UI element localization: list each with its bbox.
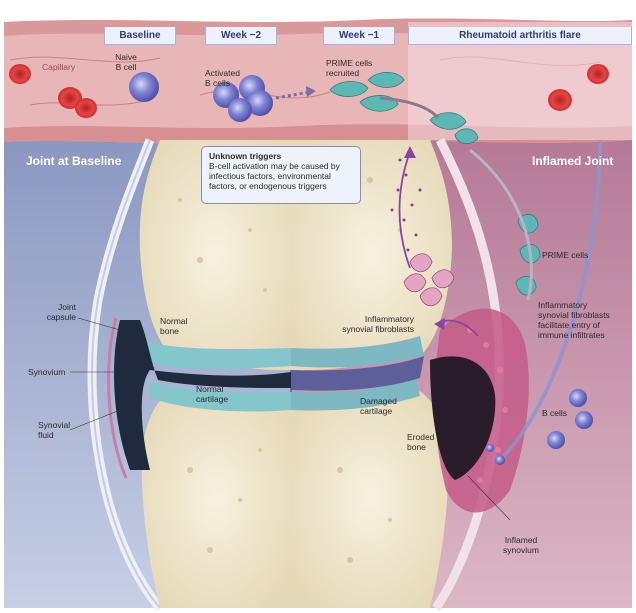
damaged-cartilage-label: Damaged cartilage [360,396,397,416]
right-panel-title: Inflamed Joint [532,154,614,168]
right-lower-cartilage [291,378,420,411]
callout-body: B-cell activation may be caused by infec… [209,161,340,191]
right-lower-bone [291,390,449,608]
left-lower-bone [141,390,291,608]
prime-recruited-label: PRIME cells recruited [326,58,373,78]
normal-bone-label: Normal bone [160,316,188,336]
right-joint-space [291,356,424,391]
right-upper-cartilage [291,336,424,368]
eroded-bone-label: Eroded bone [407,432,435,452]
synovium-label: Synovium [28,367,66,377]
tab-baseline: Baseline [104,27,176,45]
prime-migration-path [469,148,533,301]
joint-capsule-label: Joint capsule [46,302,76,322]
b-cell-trail [498,139,602,462]
normal-cartilage-label: Normal cartilage [196,384,229,404]
unknown-triggers-callout: Unknown triggers B-cell activation may b… [201,146,361,204]
inflammatory-fibroblasts [403,253,455,307]
left-panel-title: Joint at Baseline [26,154,122,168]
left-synovium-line [107,317,128,479]
trigger-dots [390,158,422,252]
pannus-texture [467,327,508,483]
tab-week-minus-2: Week −2 [205,27,277,45]
callout-title: Unknown triggers [209,151,282,161]
activated-b-cells-label: Activated B cells [205,68,240,88]
capillary-label: Capillary [42,62,76,72]
tab-week-minus-1: Week −1 [323,27,395,45]
eroded-region [430,356,496,480]
tissue-b-cells [486,389,593,465]
left-synovial-fluid [114,320,291,470]
red-blood-cells [9,64,609,118]
left-joint-capsule-edge [91,139,161,609]
inflammatory-fibroblasts-label: Inflammatory synovial fibroblasts [342,314,414,334]
left-lower-cartilage [150,382,291,412]
left-upper-cartilage [140,340,291,370]
vessel-b-cells [129,72,273,122]
recruit-arrow [379,96,440,120]
b-cells-label: B cells [542,408,568,418]
inflamed-synovium-label: Inflamed synovium [503,535,539,555]
vessel-prime-cells [329,72,479,145]
facilitate-entry-label: Inflammatory synovial fibroblasts facili… [538,300,610,340]
prime-cells-label: PRIME cells [542,250,589,260]
synovial-fluid-label: Synovial fluid [38,420,71,440]
trigger-arrow [398,151,411,269]
leader-lines [69,317,511,521]
tab-ra-flare: Rheumatoid arthritis flare [408,27,632,45]
naive-b-cell-label: Naive B cell [115,52,137,72]
